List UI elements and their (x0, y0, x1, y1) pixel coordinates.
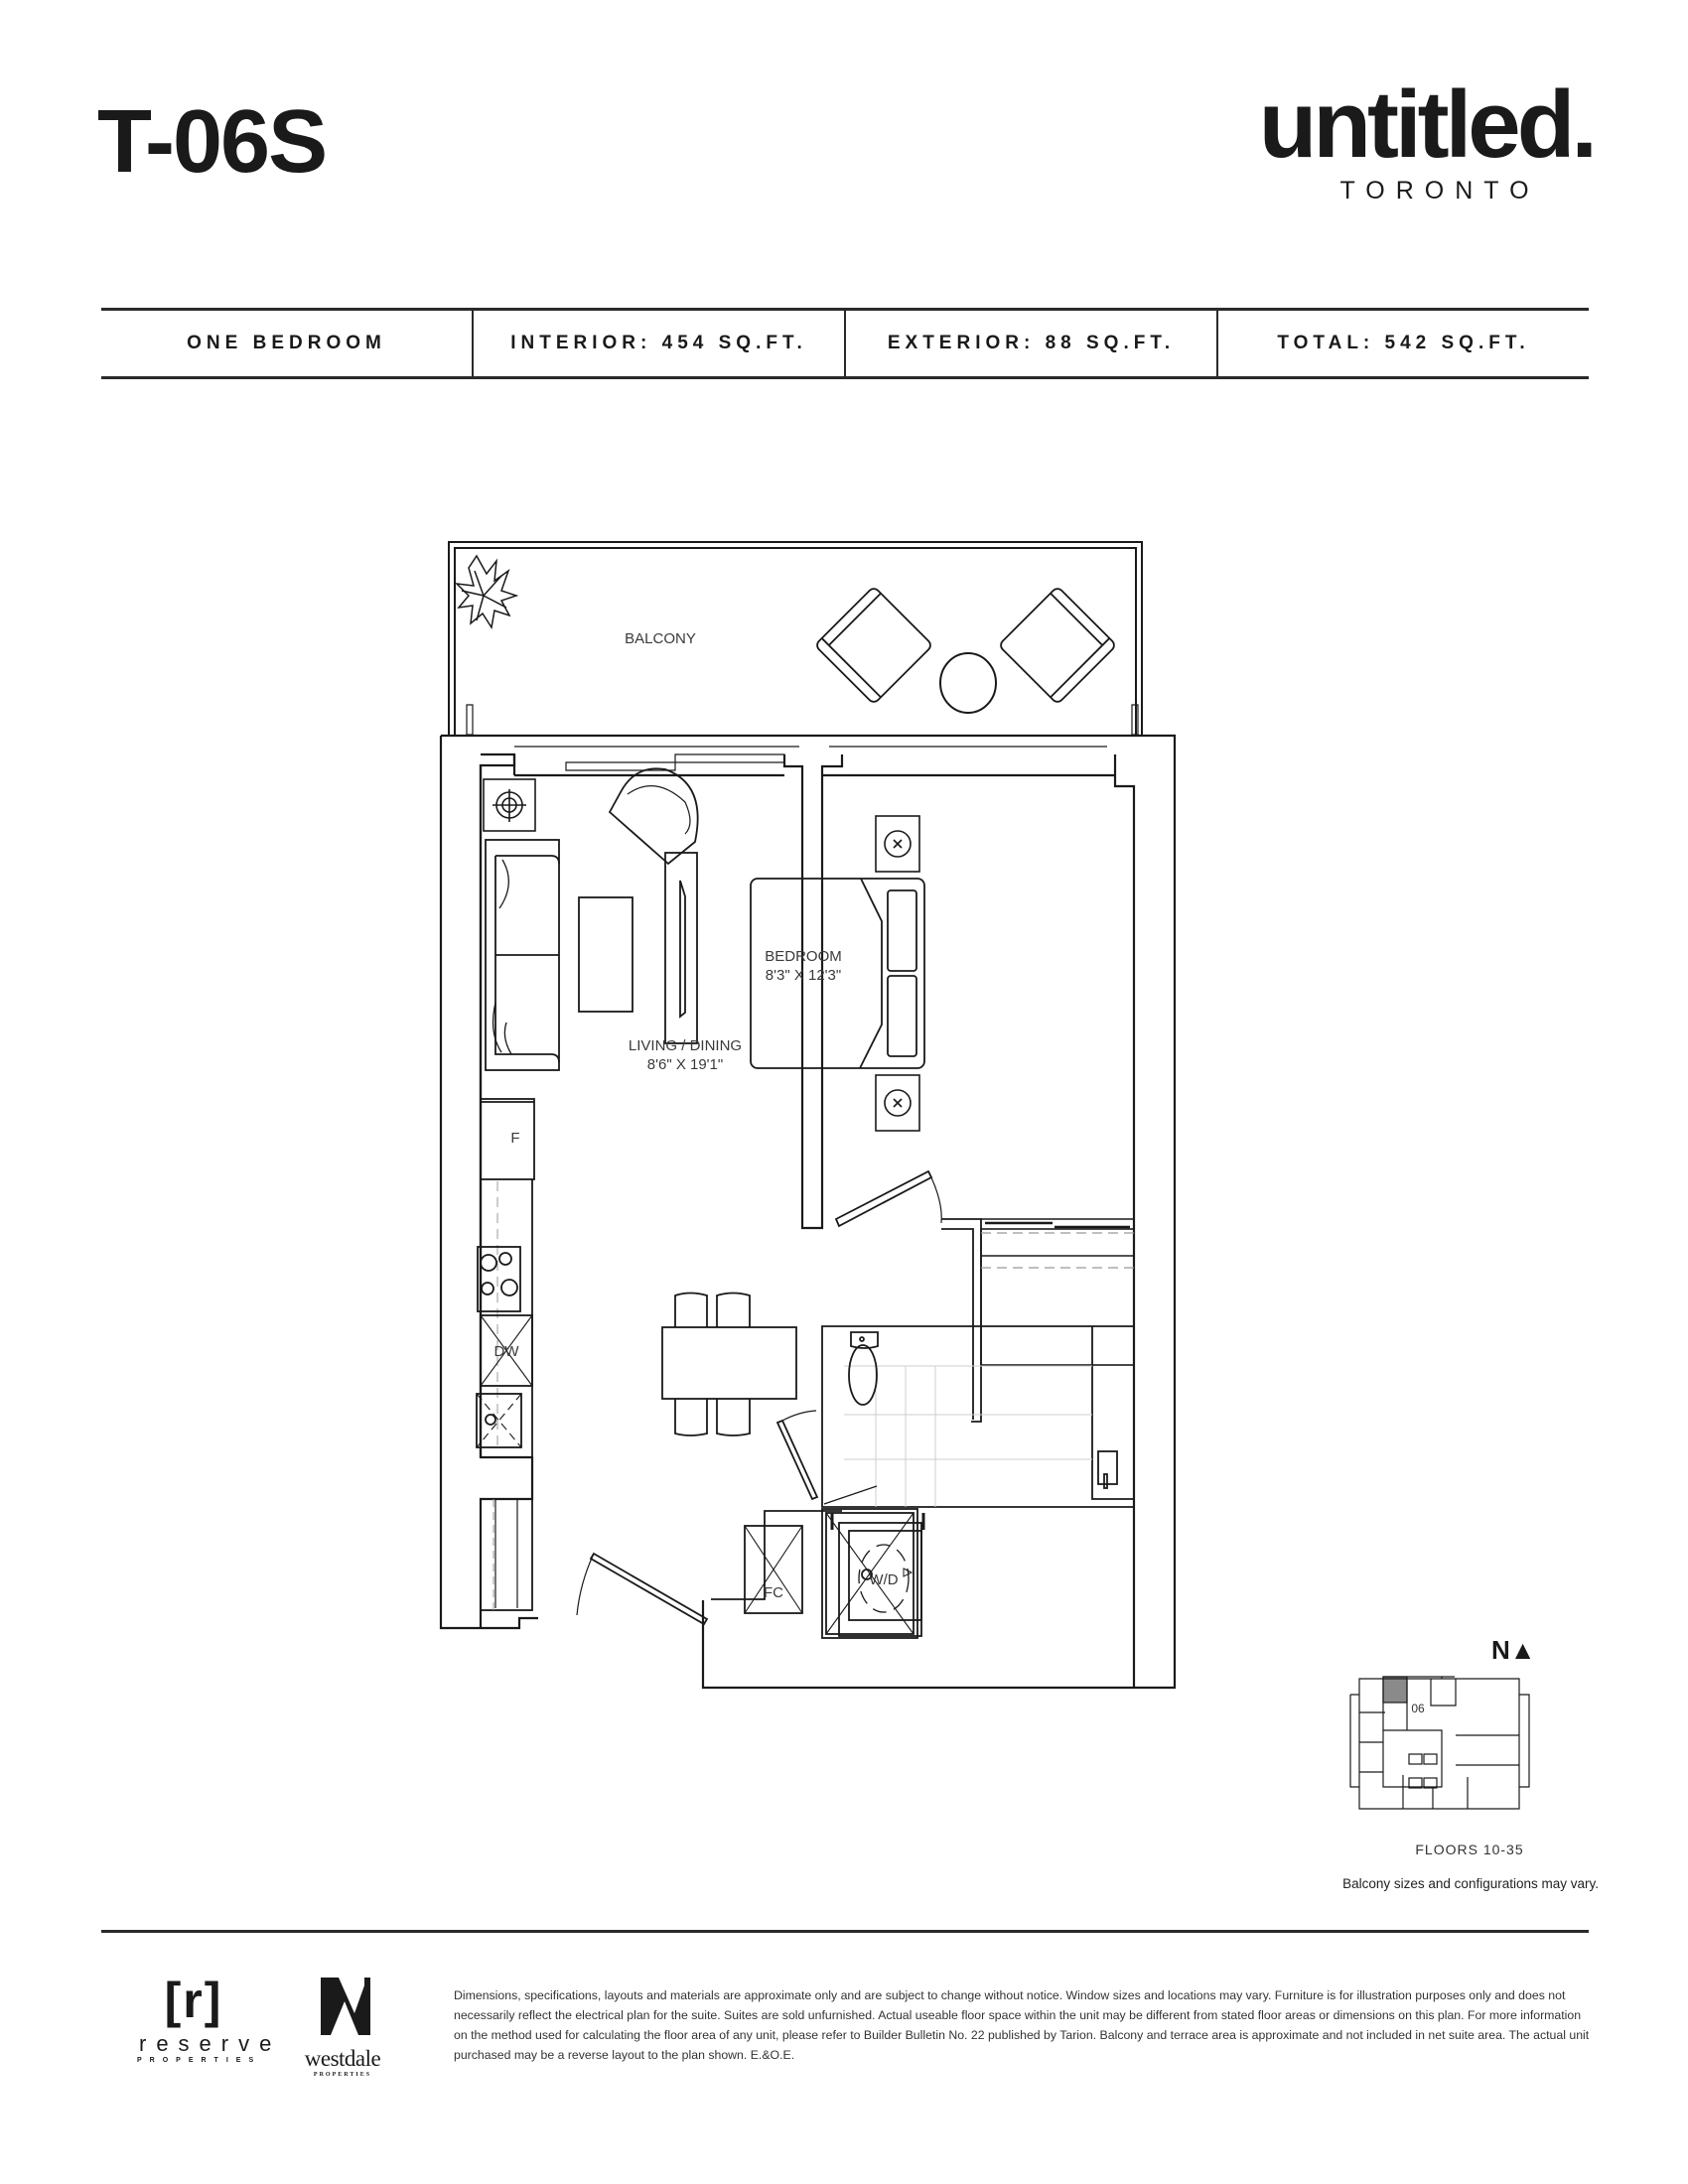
exterior-walls (439, 734, 1177, 1690)
north-arrow-icon: ▲ (1509, 1635, 1536, 1665)
coffee-table-icon (578, 896, 633, 1013)
total-area-cell: TOTAL: 542 SQ.FT. (1277, 333, 1530, 353)
washer-dryer-icon (830, 1513, 925, 1637)
footer-divider (101, 1930, 1589, 1933)
balcony-note: Balcony sizes and configurations may var… (1342, 1876, 1599, 1891)
floor-lamp-icon (483, 778, 536, 832)
brand-logo: untitled. TORONTO (1246, 71, 1598, 205)
floors-label: FLOORS 10-35 (1415, 1842, 1524, 1857)
toilet-icon (848, 1331, 879, 1406)
sofa-icon (485, 839, 560, 1071)
brand-city: TORONTO (1339, 177, 1540, 205)
lounge-chair-icon (1000, 588, 1115, 703)
reserve-name: reserve (139, 2031, 282, 2056)
living-dims: 8'6" X 19'1" (647, 1056, 723, 1073)
legal-disclaimer: Dimensions, specifications, layouts and … (454, 1988, 1590, 2062)
westdale-name: westdale (304, 2046, 381, 2071)
side-table-icon (939, 652, 997, 714)
westdale-sub: PROPERTIES (313, 2072, 372, 2078)
dishwasher-icon (480, 1314, 533, 1387)
unit-type-cell: ONE BEDROOM (101, 311, 474, 376)
kitchen-counter (476, 1098, 535, 1611)
nightstand-lamp-icon (875, 815, 920, 873)
unit-code-title: T-06S (97, 92, 328, 192)
vanity-icon (1097, 1450, 1118, 1489)
nightstand-lamp-icon (875, 1074, 920, 1132)
lounge-chair-icon (816, 588, 931, 703)
bedroom-dims: 8'3" X 12'3" (766, 967, 841, 984)
fridge-label: F (510, 1130, 519, 1147)
tv-console-icon (664, 852, 698, 1044)
north-indicator: N▲ (1491, 1635, 1536, 1666)
key-plan (1349, 1676, 1530, 1810)
fridge-icon (480, 1098, 535, 1180)
reserve-properties-logo: [r] reserve PROPERTIES (129, 1973, 282, 2064)
sink-icon (476, 1393, 522, 1448)
interior-area-cell: INTERIOR: 454 SQ.FT. (474, 311, 846, 376)
westdale-properties-logo: westdale PROPERTIES (293, 1978, 392, 2078)
dining-table-icon (661, 1292, 797, 1436)
entry-wall (711, 1510, 842, 1600)
shower-icon (821, 1508, 918, 1639)
north-label: N (1491, 1635, 1510, 1665)
washer-dryer-label: W/D (869, 1571, 898, 1588)
bed-icon (750, 878, 925, 1069)
bathroom (821, 1325, 1135, 1508)
shower-door (823, 1485, 878, 1505)
bedroom-label: BEDROOM (765, 948, 842, 965)
front-closet (744, 1525, 803, 1614)
exterior-area-cell: EXTERIOR: 88 SQ.FT. (846, 311, 1218, 376)
bedroom-door[interactable] (834, 1169, 942, 1228)
reserve-mark: [r] (164, 1973, 223, 2028)
living-label: LIVING / DINING (629, 1037, 742, 1054)
key-plan-unit-label: 06 (1411, 1702, 1425, 1715)
bathroom-door[interactable] (775, 1410, 819, 1501)
unit-info-bar: ONE BEDROOM INTERIOR: 454 SQ.FT. EXTERIO… (101, 308, 1589, 379)
balcony-label: BALCONY (625, 630, 696, 647)
front-closet-label: FC (764, 1584, 783, 1601)
plant-icon (454, 554, 519, 630)
reserve-sub: PROPERTIES (137, 2057, 262, 2064)
bedroom-closet (980, 1218, 1135, 1366)
westdale-mark-icon (321, 1978, 370, 2035)
cooktop-icon (477, 1246, 521, 1312)
balcony-railing (448, 541, 1143, 735)
armchair-icon (608, 767, 699, 866)
hall-wall (941, 1218, 982, 1423)
entry-door[interactable] (576, 1552, 709, 1626)
brand-name: untitled. (1258, 71, 1598, 178)
dishwasher-label: DW (494, 1343, 520, 1360)
